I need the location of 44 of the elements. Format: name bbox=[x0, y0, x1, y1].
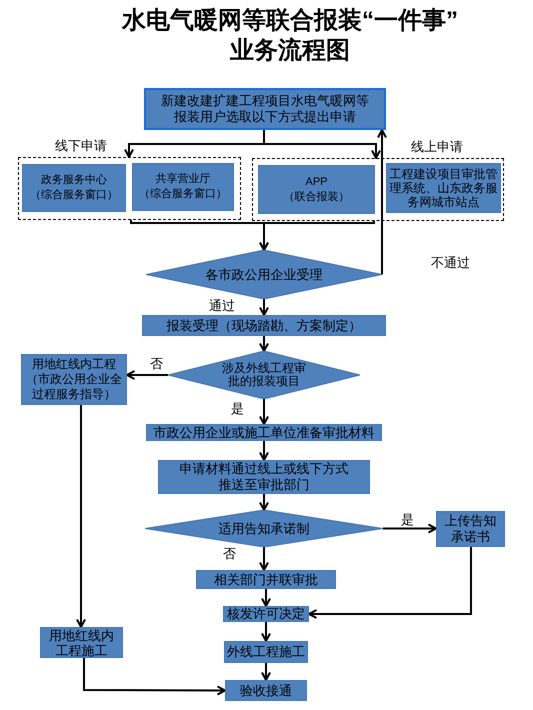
arrow bbox=[259, 399, 269, 425]
arrow bbox=[259, 221, 375, 251]
diagram-title: 水电气暖网等联合报装“一件事”业务流程图 bbox=[120, 6, 459, 66]
arrow bbox=[259, 494, 269, 511]
arrow bbox=[126, 370, 168, 380]
process-box: 报装受理（现场踏勘、方案制定） bbox=[142, 315, 386, 336]
arrow bbox=[259, 299, 269, 316]
process-box: 外线工程施工 bbox=[224, 641, 308, 663]
process-box: 申请材料通过线上或线下方式推送至审批部门 bbox=[158, 460, 370, 494]
arrow bbox=[261, 622, 271, 642]
arrow bbox=[83, 658, 226, 696]
process-box: 政务服务中心（综合服务窗口） bbox=[22, 164, 126, 212]
edge-label: 否 bbox=[222, 546, 237, 561]
process-box: 相关部门并联审批 bbox=[196, 570, 336, 589]
process-box: 验收接通 bbox=[225, 680, 307, 701]
group-heading: 线上申请 bbox=[411, 139, 463, 155]
arrow bbox=[259, 336, 269, 352]
edge-label: 是 bbox=[230, 401, 245, 416]
arrow bbox=[76, 405, 86, 628]
arrow bbox=[259, 441, 269, 461]
process-box: 核发许可决定 bbox=[223, 606, 309, 622]
decision-diamond: 各市政公用企业受理 bbox=[146, 250, 382, 299]
arrow bbox=[259, 547, 269, 571]
arrow bbox=[383, 524, 437, 534]
process-box: 上传告知承诺书 bbox=[436, 511, 505, 547]
process-box: 用地红线内工程施工 bbox=[40, 627, 123, 658]
process-box: 工程建设项目审批管理系统、山东政务服务网城市站点 bbox=[386, 163, 501, 213]
process-box: 用地红线内工程（市政公用企业全过程服务指导） bbox=[21, 354, 127, 405]
arrow bbox=[263, 130, 381, 159]
edge-label: 是 bbox=[400, 512, 415, 527]
edge-label: 通过 bbox=[208, 298, 236, 313]
process-box: APP（联合报装） bbox=[258, 165, 375, 214]
edge-label: 不通过 bbox=[430, 255, 471, 270]
group-heading: 线下申请 bbox=[55, 138, 107, 154]
arrow bbox=[261, 663, 271, 681]
arrow bbox=[261, 589, 271, 607]
arrow bbox=[377, 129, 387, 274]
process-box: 新建改建扩建工程项目水电气暖网等报装用户选取以下方式提出申请 bbox=[144, 88, 386, 130]
edge-label: 否 bbox=[149, 356, 164, 371]
process-box: 市政公用企业或施工单位准备审批材料 bbox=[146, 424, 382, 441]
decision-diamond: 涉及外线工程审批的报装项目 bbox=[168, 351, 360, 399]
decision-diamond: 适用告知承诺制 bbox=[145, 510, 383, 547]
arrow bbox=[308, 547, 472, 619]
process-box: 共享营业厅（综合服务窗口） bbox=[132, 163, 234, 211]
